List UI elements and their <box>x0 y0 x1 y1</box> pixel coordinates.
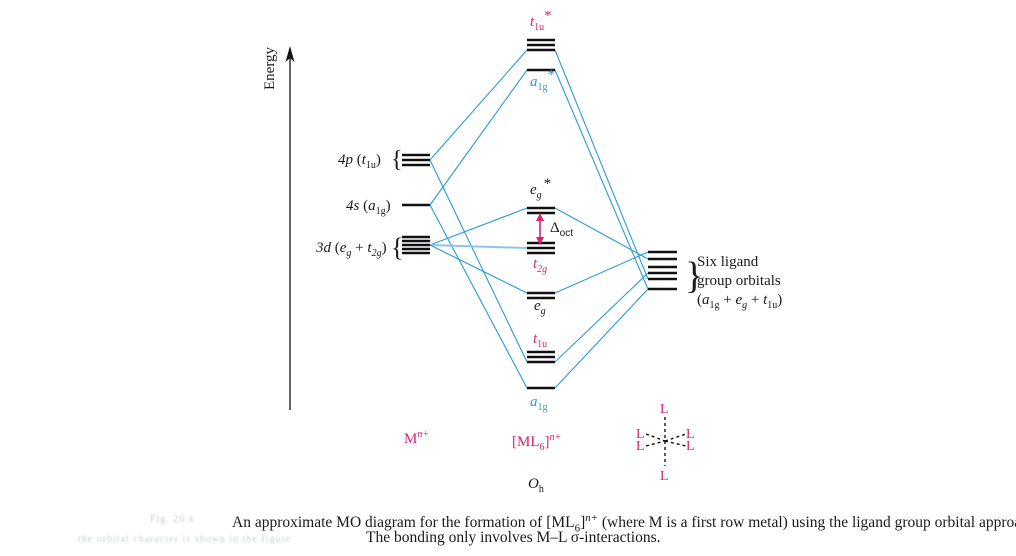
level-lig <box>648 250 677 291</box>
ligand-top: L <box>660 402 669 417</box>
caption-line-2: The bonding only involves M–L σ-interact… <box>366 529 661 546</box>
label-eg: eg <box>534 298 546 317</box>
brace-4p: { <box>391 147 403 173</box>
metal-orbital-labels: 4p (t1u) { 4s (a1g) 3d (eg + t2g) { <box>315 147 403 262</box>
label-3d: 3d (eg + t2g) <box>315 240 387 259</box>
label-4p: 4p (t1u) <box>338 152 381 171</box>
level-eg-star <box>527 206 555 215</box>
figure-number-blurred: Fig. 20.x <box>150 514 195 525</box>
ligand-label-line2: group orbitals <box>697 273 781 289</box>
label-4s: 4s (a1g) <box>346 198 391 217</box>
complex-label: [ML6]n+ <box>512 432 561 453</box>
ligand-label-line1: Six ligand <box>697 254 759 270</box>
arrow-up-icon <box>285 46 295 62</box>
correlation-line <box>429 244 528 294</box>
energy-axis-label: Energy <box>262 46 278 90</box>
label-t1u: t1u <box>533 331 547 350</box>
correlation-line <box>429 49 528 161</box>
ligand-label-line3: (a1g + eg + t1u) <box>697 292 782 311</box>
arrow-up-icon <box>536 213 544 221</box>
delta-oct-indicator: Δoct <box>536 213 573 245</box>
correlation-line <box>429 69 528 206</box>
energy-axis: Energy <box>262 46 295 410</box>
label-t1u-star: t1u* <box>530 8 552 33</box>
correlation-line <box>429 207 528 246</box>
delta-oct-label: Δoct <box>550 220 573 239</box>
correlation-line <box>554 251 649 294</box>
brace-3d: { <box>391 233 403 262</box>
caption-blurred-text: the orbital character is shown in the fi… <box>78 534 292 544</box>
ligand-bottom: L <box>660 469 669 484</box>
label-a1g-star: a1g* <box>530 67 555 93</box>
correlation-line <box>554 69 649 290</box>
caption-line-1: An approximate MO diagram for the format… <box>232 512 1016 535</box>
correlation-line <box>554 49 649 280</box>
correlation-line <box>429 159 528 363</box>
octahedral-ligand-sketch: L L L L L L <box>636 402 695 484</box>
point-group-label: Oh <box>528 476 544 495</box>
level-p <box>402 153 430 167</box>
correlation-line <box>554 272 649 363</box>
ligand-upper-right: L <box>686 427 695 442</box>
level-eg <box>527 291 555 300</box>
correlation-line <box>554 207 649 260</box>
orbital-correlation-lines <box>429 49 649 389</box>
ligand-orbital-labels: } Six ligand group orbitals (a1g + eg + … <box>685 254 782 311</box>
brace-ligand: } <box>685 255 703 297</box>
mo-diagram: Energy 4p (t1u) { 4s (a1g) 3d (eg + t2g)… <box>262 8 782 495</box>
bottom-labels: Mn+ [ML6]n+ Oh <box>404 429 561 495</box>
correlation-line <box>554 288 649 389</box>
ligand-lower-left: L <box>636 439 645 454</box>
level-t1u-star <box>527 38 555 52</box>
arrow-down-icon <box>536 237 544 245</box>
correlation-line <box>429 204 528 389</box>
ligand-lower-right: L <box>686 439 695 454</box>
ligand-upper-left: L <box>636 427 645 442</box>
level-d <box>402 235 430 255</box>
correlation-line <box>429 244 528 249</box>
label-eg-star: eg* <box>530 176 551 201</box>
metal-ion-label: Mn+ <box>404 429 429 447</box>
mo-labels: t1u* a1g* eg* t2g eg t1u a1g <box>530 8 555 413</box>
label-a1g: a1g <box>530 394 548 413</box>
level-t1u <box>527 350 555 364</box>
label-t2g: t2g <box>533 256 547 275</box>
level-t2g <box>527 241 555 255</box>
